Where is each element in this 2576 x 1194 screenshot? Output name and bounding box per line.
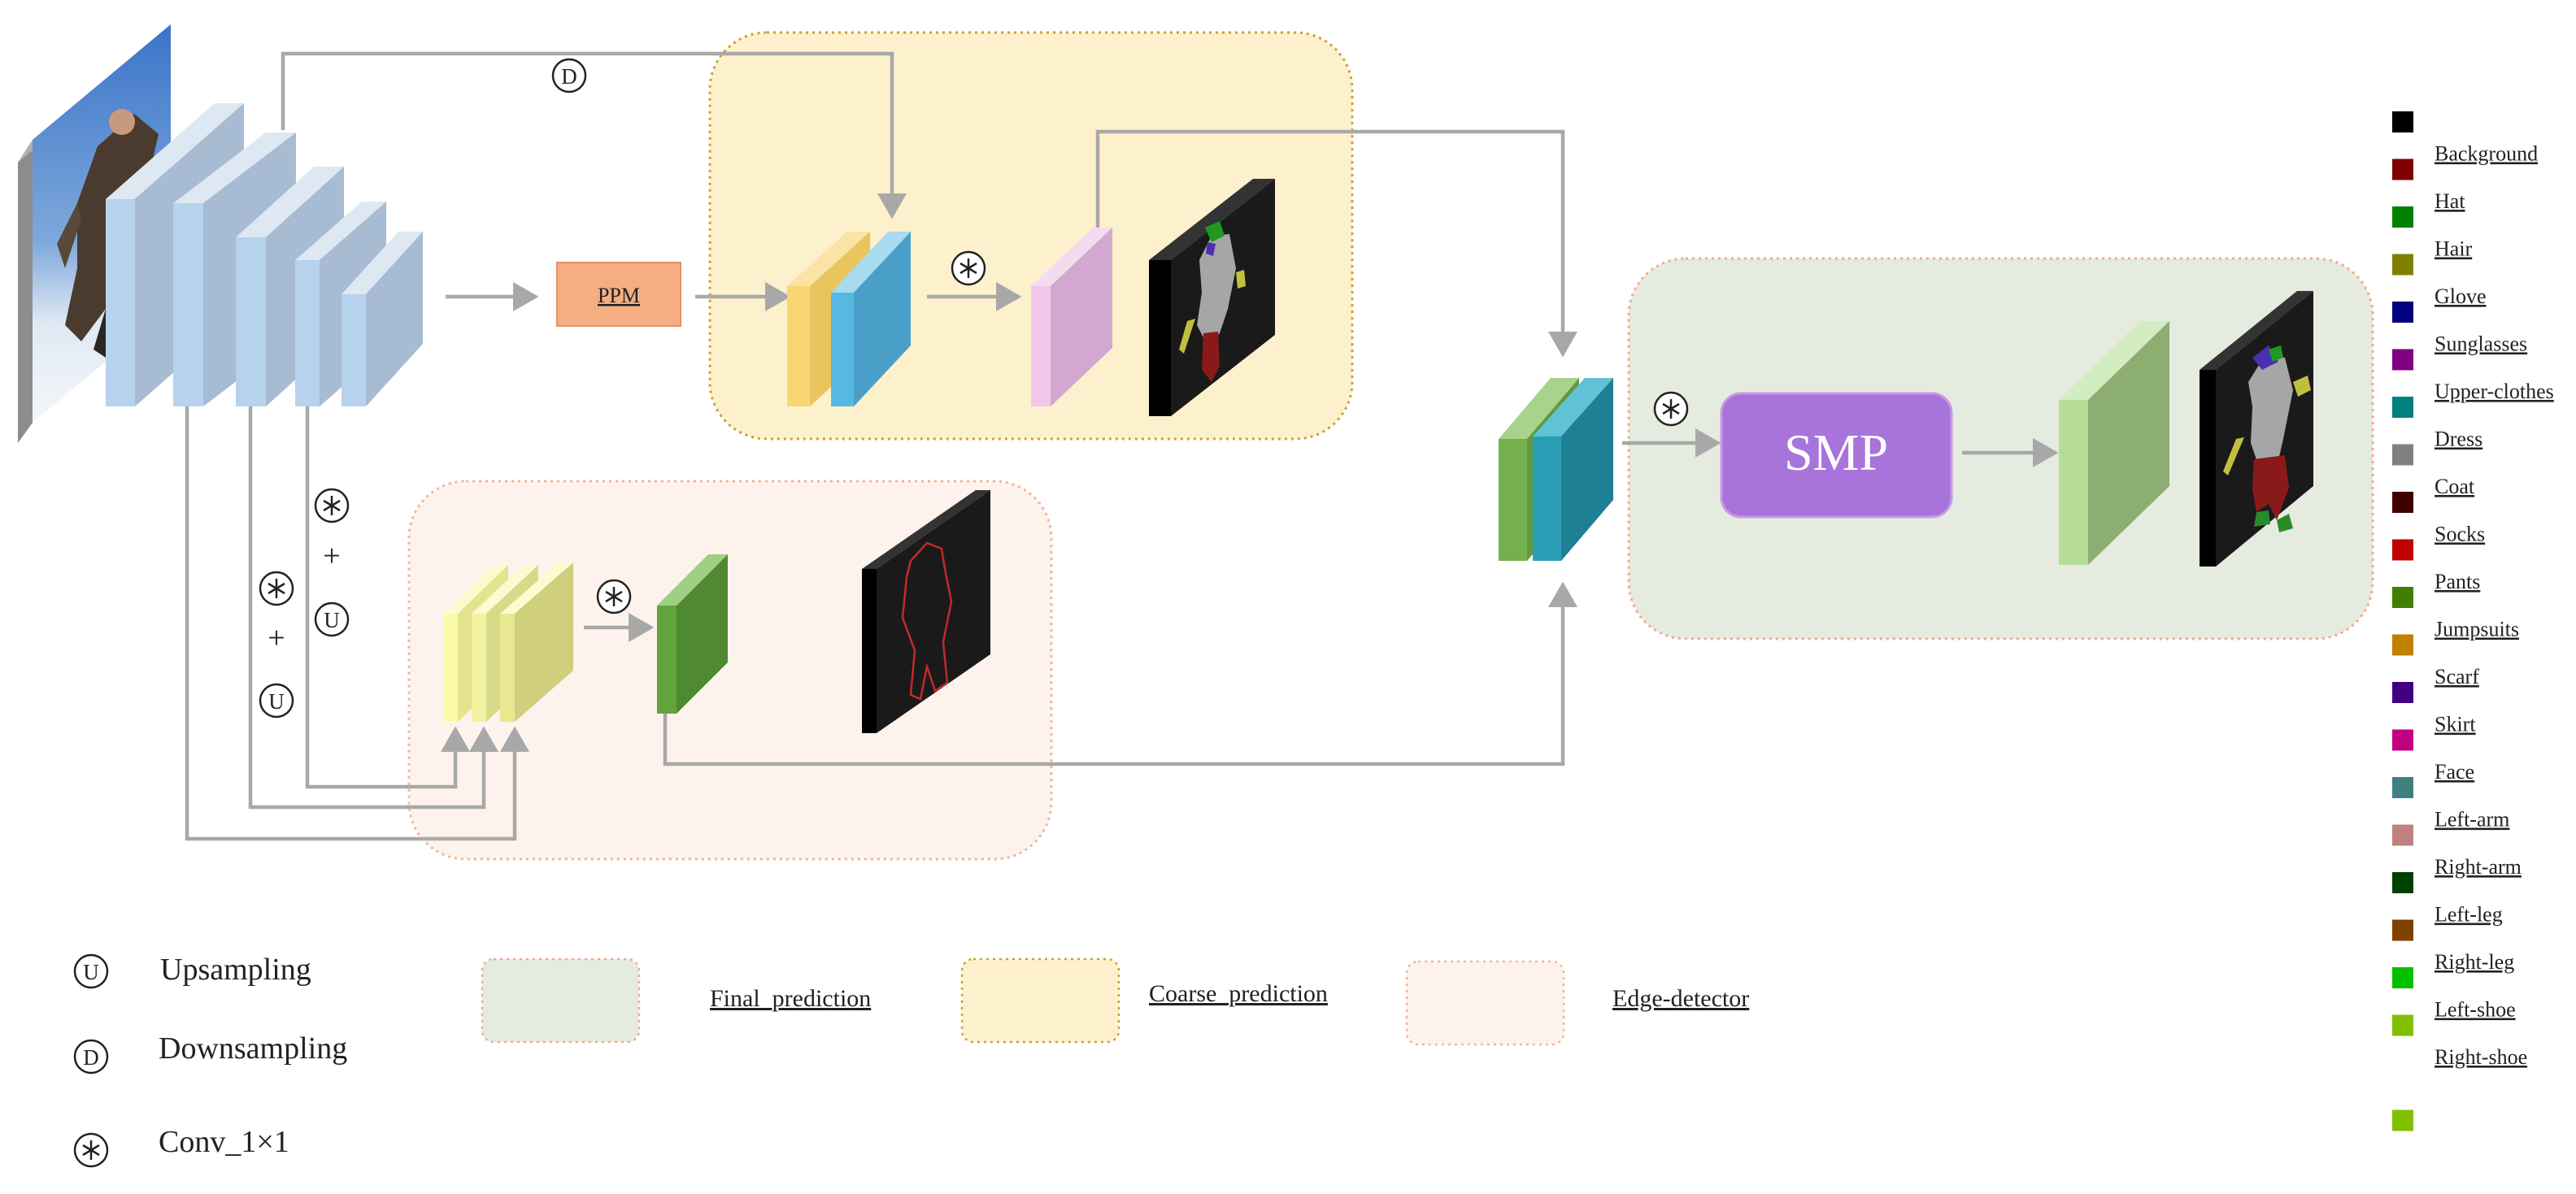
legend-coarse-swatch (960, 957, 1120, 1044)
class-swatch (2392, 254, 2413, 276)
class-label: Dress (2435, 428, 2482, 451)
svg-text:U: U (324, 608, 340, 632)
legend-conv-label: Conv_1×1 (159, 1125, 289, 1159)
class-label: Hat (2435, 189, 2465, 213)
final-feature-block (2059, 321, 2169, 565)
class-swatch (2392, 587, 2413, 608)
class-swatch (2392, 967, 2413, 988)
class-label: Glove (2435, 284, 2487, 308)
downsample-symbol: D (551, 58, 587, 93)
legend-final-swatch (481, 957, 641, 1044)
coarse-parsing-map (1149, 179, 1275, 416)
skip-ops-right: + U (314, 488, 350, 637)
class-label: Socks (2435, 523, 2485, 546)
class-swatch (2392, 349, 2413, 371)
svg-text:D: D (561, 64, 577, 89)
class-label: Sunglasses (2435, 332, 2527, 356)
legend-edge-label: Edge-detector (1612, 985, 1749, 1012)
class-label: Right-shoe (2435, 1045, 2527, 1069)
final-prediction-region (1627, 257, 2374, 640)
encoder-layer-5 (342, 232, 423, 406)
class-swatch (2392, 111, 2413, 132)
svg-text:D: D (83, 1045, 99, 1070)
legend-final-label: Final_prediction (710, 985, 871, 1012)
legend-conv: Conv_1×1 (73, 1125, 289, 1168)
coarse-to-fusion-arrow (1095, 129, 1577, 358)
class-swatch (2392, 397, 2413, 418)
legend-upsampling: U Upsampling (73, 953, 311, 989)
ppm-module: PPM (556, 262, 681, 327)
edge-conv-output-green (657, 554, 728, 714)
class-label: Hair (2435, 237, 2473, 261)
legend-upsampling-label: Upsampling (160, 953, 311, 987)
coarse-feature-blue (831, 232, 911, 406)
skip-ops-left: + U (259, 571, 294, 719)
fusion-teal-block (1533, 378, 1613, 561)
legend-downsampling: D Downsampling (73, 1031, 347, 1075)
conv-symbol-coarse (951, 250, 986, 286)
class-swatch (2392, 158, 2413, 180)
class-swatch (2392, 492, 2413, 513)
region-legend: Final_prediction Coarse_prediction Edge-… (481, 957, 1749, 1046)
class-swatch (2392, 539, 2413, 561)
class-swatch (2392, 444, 2413, 466)
class-label: Left-arm (2435, 808, 2509, 831)
class-label: Jumpsuits (2435, 618, 2519, 641)
legend-downsampling-label: Downsampling (159, 1031, 347, 1066)
class-swatch (2392, 682, 2413, 703)
class-label: Left-leg (2435, 903, 2503, 927)
legend-edge-swatch (1405, 960, 1565, 1046)
class-swatch (2392, 919, 2413, 941)
smp-label: SMP (1784, 423, 1888, 481)
class-label: Face (2435, 760, 2474, 784)
svg-text:U: U (268, 689, 285, 714)
conv-symbol-fusion (1653, 391, 1689, 427)
class-swatch (2392, 634, 2413, 656)
svg-text:+: + (268, 621, 285, 655)
class-label: Right-leg (2435, 950, 2514, 974)
edge-map (862, 490, 990, 733)
legend-coarse-label: Coarse_prediction (1149, 980, 1328, 1007)
class-label: Right-arm (2435, 855, 2522, 879)
class-swatch (2392, 302, 2413, 323)
class-color-legend: BackgroundHatHairGloveSunglassesUpper-cl… (2392, 111, 2554, 1131)
class-label: Skirt (2435, 713, 2476, 736)
class-label: Left-shoe (2435, 998, 2516, 1022)
symbol-legend: U Upsampling D Downsampling Conv_1×1 (73, 953, 347, 1168)
final-parsing-map (2200, 291, 2313, 567)
class-swatch (2392, 777, 2413, 798)
encoder-skip-3-arrow (185, 406, 529, 841)
class-swatch (2392, 872, 2413, 893)
class-swatch (2392, 206, 2413, 228)
svg-text:U: U (83, 960, 99, 984)
smp-module: SMP (1720, 392, 1953, 519)
class-label: Background (2435, 142, 2538, 166)
svg-text:+: + (323, 539, 340, 573)
class-swatch (2392, 1014, 2413, 1036)
class-swatch (2392, 824, 2413, 846)
edge-to-fusion-arrow (663, 581, 1577, 766)
class-swatch (2392, 1109, 2413, 1131)
edge-feature-stack (443, 562, 573, 722)
encoder-stack (106, 103, 423, 406)
class-label: Coat (2435, 475, 2475, 498)
coarse-conv-output-pink (1031, 228, 1112, 406)
ppm-label: PPM (598, 284, 640, 307)
class-swatch (2392, 729, 2413, 751)
conv-symbol-edge (596, 579, 632, 614)
class-label: Upper-clothes (2435, 380, 2554, 403)
encoder-skip-1-arrow (305, 406, 470, 789)
class-label: Scarf (2435, 665, 2479, 688)
encoder-skip-2-arrow (248, 406, 498, 810)
class-label: Pants (2435, 570, 2480, 593)
downsample-skip-arrow (281, 51, 907, 219)
